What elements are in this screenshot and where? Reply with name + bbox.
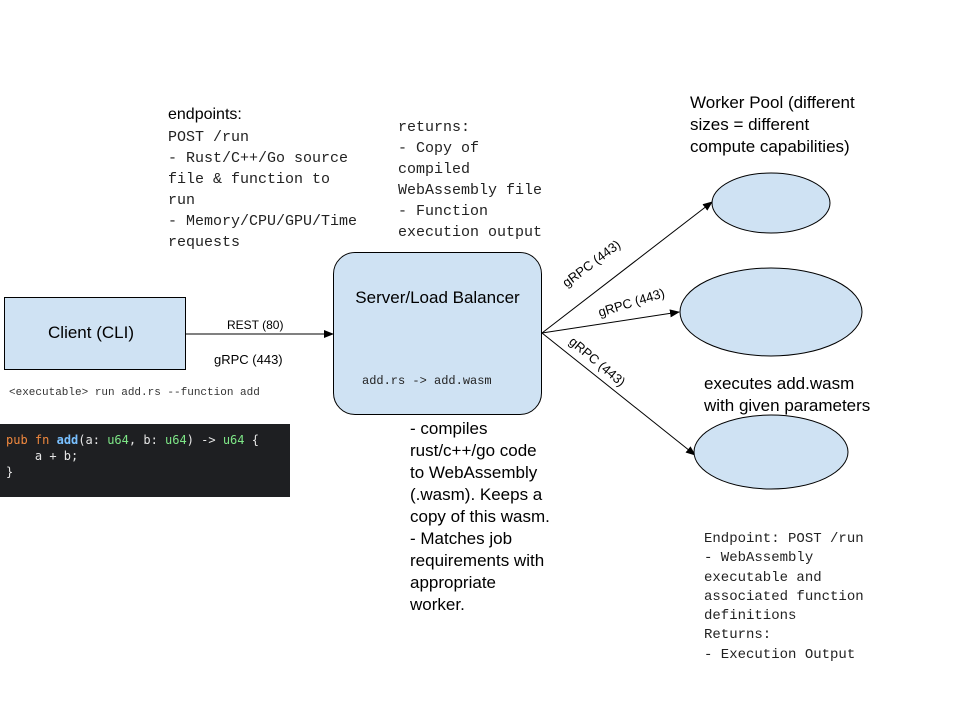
server-note-line: rust/c++/go code bbox=[410, 441, 537, 460]
worker-execute-note: executes add.wasm with given parameters bbox=[704, 373, 870, 417]
client-command: <executable> run add.rs --function add bbox=[9, 387, 260, 399]
code-type-2: u64 bbox=[165, 433, 187, 447]
server-label: Server/Load Balancer bbox=[355, 288, 520, 307]
code-params-3: ) -> bbox=[186, 433, 223, 447]
server-to-worker-small-arrow bbox=[541, 201, 713, 334]
code-kw-fn: fn bbox=[34, 433, 50, 447]
client-grpc-label: gRPC (443) bbox=[214, 352, 283, 367]
rest-label: REST (80) bbox=[227, 318, 284, 332]
returns-list: returns: - Copy of compiled WebAssembly … bbox=[398, 117, 542, 243]
returns-line: - Function bbox=[398, 203, 489, 220]
endpoints-line: - Memory/CPU/GPU/Time bbox=[168, 213, 358, 230]
worker-pool-title-line: sizes = different bbox=[690, 115, 810, 134]
endpoints-line: - Rust/C++/Go source bbox=[168, 150, 349, 167]
returns-line: execution output bbox=[398, 224, 543, 241]
worker-endpoint-line: Endpoint: POST /run bbox=[704, 531, 864, 547]
worker-note-line: executes add.wasm bbox=[704, 374, 855, 393]
client-label: Client (CLI) bbox=[48, 323, 134, 342]
server-note-line: - compiles bbox=[410, 419, 488, 438]
server-note-line: - Matches job bbox=[410, 529, 513, 548]
server-to-worker-large-arrow bbox=[541, 309, 680, 334]
worker-pool-title-line: compute capabilities) bbox=[690, 137, 850, 156]
endpoints-line: run bbox=[168, 192, 196, 209]
endpoints-heading: endpoints: bbox=[168, 106, 242, 123]
code-params-1: (a: bbox=[78, 433, 108, 447]
code-line-2: a + b; bbox=[6, 449, 79, 463]
code-fn-name: add bbox=[56, 433, 79, 447]
server-to-worker-medium-arrow bbox=[541, 332, 696, 456]
server-transform: add.rs -> add.wasm bbox=[362, 374, 492, 388]
worker-note-line: with given parameters bbox=[704, 396, 871, 415]
worker-pool-title-line: Worker Pool (different bbox=[690, 93, 855, 112]
server-note-line: to WebAssembly bbox=[410, 463, 538, 482]
worker-node-medium[interactable] bbox=[693, 414, 849, 490]
code-params-4: { bbox=[244, 433, 259, 447]
server-note-line: worker. bbox=[410, 595, 465, 614]
endpoints-list: POST /run - Rust/C++/Go source file & fu… bbox=[168, 127, 357, 253]
code-kw-pub: pub bbox=[6, 433, 28, 447]
server-note-line: copy of this wasm. bbox=[410, 507, 550, 526]
server-note-line: appropriate bbox=[410, 573, 497, 592]
server-note-line: requirements with bbox=[410, 551, 545, 570]
server-node[interactable]: Server/Load Balancer add.rs -> add.wasm bbox=[333, 252, 542, 415]
returns-line: compiled bbox=[398, 161, 471, 178]
code-line-3: } bbox=[6, 465, 14, 479]
worker-endpoint-line: - WebAssembly bbox=[704, 550, 814, 567]
worker-endpoint-line: Returns: bbox=[704, 627, 772, 644]
worker-endpoint-line: definitions bbox=[704, 608, 797, 625]
endpoints-line: requests bbox=[168, 234, 241, 251]
server-note: - compiles rust/c++/go code to WebAssemb… bbox=[410, 418, 550, 616]
endpoints-line: file & function to bbox=[168, 171, 331, 188]
code-type-3: u64 bbox=[222, 433, 245, 447]
worker-endpoint-line: - Execution Output bbox=[704, 646, 856, 663]
client-node[interactable]: Client (CLI) bbox=[4, 297, 186, 370]
server-note-line: (.wasm). Keeps a bbox=[410, 485, 543, 504]
returns-line: - Copy of bbox=[398, 140, 480, 157]
worker-endpoint-line: executable and bbox=[704, 569, 822, 586]
code-type-1: u64 bbox=[107, 433, 129, 447]
worker-pool-title: Worker Pool (different sizes = different… bbox=[690, 92, 855, 158]
worker-endpoint-line: associated function bbox=[704, 588, 864, 605]
code-snippet: pub fn add(a: u64, b: u64) -> u64 { a + … bbox=[0, 424, 290, 497]
returns-line: WebAssembly file bbox=[398, 182, 543, 199]
endpoints-line: POST /run bbox=[168, 129, 250, 146]
returns-line: returns: bbox=[398, 119, 471, 136]
code-params-2: , b: bbox=[128, 433, 166, 447]
worker-endpoint-note: Endpoint: POST /run - WebAssembly execut… bbox=[704, 530, 864, 665]
worker-node-large[interactable] bbox=[679, 267, 863, 357]
worker-node-small[interactable] bbox=[711, 172, 831, 234]
